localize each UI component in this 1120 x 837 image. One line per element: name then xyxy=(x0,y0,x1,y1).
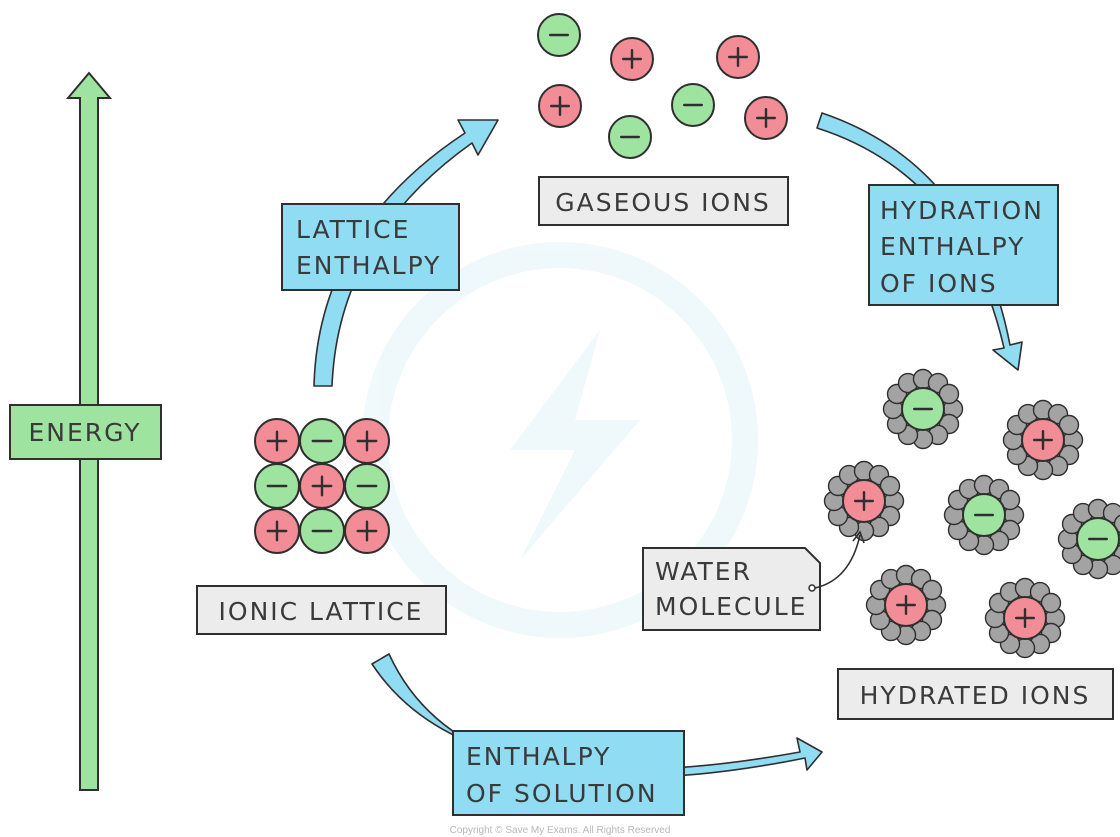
water-molecule xyxy=(999,489,1021,511)
water-molecule xyxy=(1102,502,1120,524)
lattice-enthalpy-box: LATTICE ENTHALPY xyxy=(281,203,460,291)
enthalpy-of-solution-line-2: OF SOLUTION xyxy=(466,779,658,808)
ionic-lattice-box: IONIC LATTICE xyxy=(196,585,447,635)
lattice-ion-negative xyxy=(344,463,390,509)
lattice-ion-positive xyxy=(344,418,390,464)
water-molecule-pointer xyxy=(814,534,861,589)
hydrated-ion-core xyxy=(884,583,928,627)
copyright-notice: Copyright © Save My Exams. All Rights Re… xyxy=(450,825,671,836)
hydrated-ion-core xyxy=(1076,517,1120,561)
hydrated-ion-positive xyxy=(823,460,905,542)
hydrated-ion-core xyxy=(962,493,1006,537)
water-molecule xyxy=(1058,414,1080,436)
gaseous-ions-box: GASEOUS IONS xyxy=(538,176,789,226)
hydration-enthalpy-arrow xyxy=(816,112,1023,371)
lattice-ion-positive xyxy=(299,463,345,509)
water-molecule xyxy=(1040,592,1062,614)
hydrated-ion-core xyxy=(842,479,886,523)
hydrated-ion-positive xyxy=(984,577,1066,659)
ionic-lattice-label: IONIC LATTICE xyxy=(219,597,424,626)
gaseous-ion-positive xyxy=(610,37,654,81)
water-molecule xyxy=(879,475,901,497)
lattice-enthalpy-line-2: ENTHALPY xyxy=(296,251,441,280)
hydrated-ions-label: HYDRATED IONS xyxy=(860,681,1091,710)
water-molecule-line-2: MOLECULE xyxy=(655,592,807,621)
hydration-enthalpy-line-3: OF IONS xyxy=(880,269,998,298)
gaseous-ion-positive xyxy=(716,35,760,79)
hydrated-ion-negative xyxy=(1057,498,1120,580)
lattice-ion-negative xyxy=(254,463,300,509)
enthalpy-of-solution-line-1: ENTHALPY xyxy=(466,742,611,771)
hydrated-ion-negative xyxy=(882,368,964,450)
lattice-ion-negative xyxy=(299,418,345,464)
gaseous-ion-negative xyxy=(671,83,715,127)
hydration-enthalpy-box: HYDRATION ENTHALPY OF IONS xyxy=(868,184,1059,306)
gaseous-ion-positive xyxy=(538,84,582,128)
hydrated-ions-group xyxy=(823,368,1120,659)
hydrated-ion-positive xyxy=(865,564,947,646)
hydrated-ion-core xyxy=(1003,596,1047,640)
lattice-enthalpy-line-1: LATTICE xyxy=(296,215,410,244)
gaseous-ions-label: GASEOUS IONS xyxy=(555,188,771,217)
lattice-ion-negative xyxy=(299,508,345,554)
gaseous-ion-negative xyxy=(608,115,652,159)
energy-label: ENERGY xyxy=(28,418,141,447)
water-molecule xyxy=(938,383,960,405)
gaseous-ion-positive xyxy=(744,96,788,140)
water-molecule-line-1: WATER xyxy=(655,557,752,586)
hydration-enthalpy-line-2: ENTHALPY xyxy=(880,232,1025,261)
lattice-ion-positive xyxy=(344,508,390,554)
hydrated-ion-negative xyxy=(943,474,1025,556)
hydrated-ion-positive xyxy=(1002,399,1084,481)
hydrated-ion-core xyxy=(1021,418,1065,462)
gaseous-ions-group xyxy=(537,13,788,159)
lattice-ion-positive xyxy=(254,418,300,464)
water-molecule-tag: WATER MOLECULE xyxy=(642,530,865,631)
enthalpy-of-solution-box: ENTHALPY OF SOLUTION xyxy=(452,730,685,816)
hydration-enthalpy-line-1: HYDRATION xyxy=(880,196,1044,225)
lattice-ion-positive xyxy=(254,508,300,554)
hydrated-ions-box: HYDRATED IONS xyxy=(837,668,1114,720)
ionic-lattice-grid xyxy=(254,418,390,554)
hydrated-ion-core xyxy=(901,387,945,431)
gaseous-ion-negative xyxy=(537,13,581,57)
energy-label-box: ENERGY xyxy=(9,404,162,460)
water-molecule xyxy=(921,579,943,601)
